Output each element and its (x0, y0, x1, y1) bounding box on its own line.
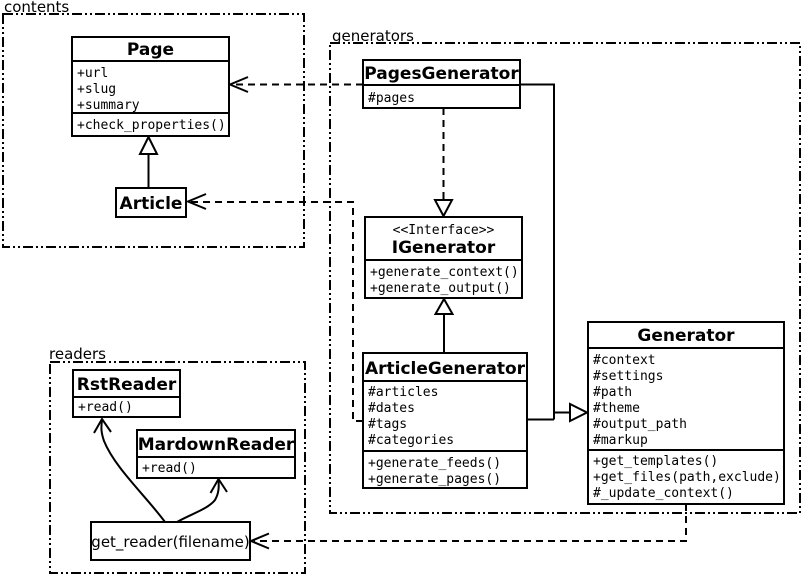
node-getreader: get_reader(filename) (90, 521, 251, 561)
class-generator-method: +get_files(path,exclude) (593, 470, 781, 485)
class-igenerator-method: +generate_output() (370, 281, 511, 296)
class-pagesgenerator: PagesGenerator #pages (362, 59, 521, 109)
class-igenerator-method: +generate_context() (370, 265, 519, 280)
class-generator-attr: #context (593, 353, 656, 368)
class-articlegenerator-attr: #categories (368, 433, 454, 448)
package-contents-border (2, 13, 305, 248)
class-articlegenerator-box (362, 352, 528, 489)
class-generator-method: #_update_context() (593, 486, 734, 501)
class-articlegenerator-attr: #dates (368, 401, 415, 416)
class-page-method: +check_properties() (77, 118, 226, 133)
class-generator-attr: #markup (593, 433, 648, 448)
class-igenerator: <<Interface>> IGenerator +generate_conte… (364, 216, 523, 299)
class-generator-method: +get_templates() (593, 454, 718, 469)
class-articlegenerator-attr: #articles (368, 385, 438, 400)
class-pagesgenerator-attr: #pages (368, 91, 415, 106)
arrow-getreader-to-rstreader-line (100, 419, 166, 523)
class-generator-title: Generator (637, 326, 735, 346)
class-mardownreader-title: MardownReader (138, 435, 295, 455)
class-generator-attr: #output_path (593, 417, 687, 432)
generalization-to-generator-triangle (569, 402, 590, 423)
class-igenerator-title: IGenerator (392, 238, 496, 258)
package-generators-border (329, 42, 801, 514)
class-article-box (115, 187, 187, 218)
class-generator-attr: #path (593, 385, 632, 400)
class-page-title: Page (127, 40, 174, 60)
class-generator-attr: #theme (593, 401, 640, 416)
arrow-getreader-to-mardownreader-line (176, 479, 220, 523)
class-articlegenerator-title: ArticleGenerator (365, 359, 526, 379)
class-mardownreader: MardownReader +read() (136, 429, 296, 479)
class-igenerator-box (364, 216, 523, 299)
generalization-articlegenerator-to-igenerator-triangle (433, 296, 455, 315)
class-articlegenerator-attr: #tags (368, 417, 407, 432)
class-rstreader-method: +read() (78, 400, 133, 415)
class-articlegenerator: ArticleGenerator #articles #dates #tags … (362, 352, 528, 489)
class-pagesgenerator-title: PagesGenerator (364, 64, 519, 84)
class-mardownreader-method: +read() (142, 461, 197, 476)
dependency-articlegenerator-to-article-arrowhead (185, 193, 207, 210)
class-page: Page +url +slug +summary +check_properti… (71, 36, 230, 137)
class-page-box (71, 36, 230, 137)
class-generator: Generator #context #settings #path #them… (587, 321, 785, 505)
package-readers-border (49, 361, 306, 574)
class-articlegenerator-method: +generate_pages() (368, 472, 501, 487)
package-readers-label: readers (49, 345, 106, 363)
generalization-pagesgenerator-to-generator-line (520, 83, 555, 420)
dependency-articlegenerator-to-article-line (191, 201, 363, 422)
package-generators-label: generators (332, 27, 414, 45)
class-generator-attr: #settings (593, 369, 663, 384)
dependency-generator-to-getreader-line (254, 504, 687, 542)
class-page-attr: +url (77, 66, 108, 81)
arrow-getreader-to-rstreader-arrowhead (93, 417, 112, 434)
package-contents-label: contents (4, 0, 69, 16)
class-article-title: Article (120, 194, 183, 214)
node-getreader-box (90, 521, 251, 561)
class-mardownreader-box (136, 429, 296, 479)
generalization-article-to-page-triangle (138, 134, 159, 155)
class-rstreader: RstReader +read() (72, 369, 181, 418)
class-generator-box (587, 321, 785, 505)
realization-pagesgenerator-to-igenerator-triangle (433, 199, 454, 219)
class-rstreader-box (72, 369, 181, 418)
class-article: Article (115, 187, 187, 218)
node-getreader-label: get_reader(filename) (91, 533, 249, 552)
class-articlegenerator-method: +generate_feeds() (368, 456, 501, 471)
class-page-attr: +slug (77, 82, 116, 97)
class-igenerator-stereotype: <<Interface>> (393, 223, 495, 238)
class-rstreader-title: RstReader (77, 375, 177, 395)
class-page-attr: +summary (77, 98, 140, 113)
